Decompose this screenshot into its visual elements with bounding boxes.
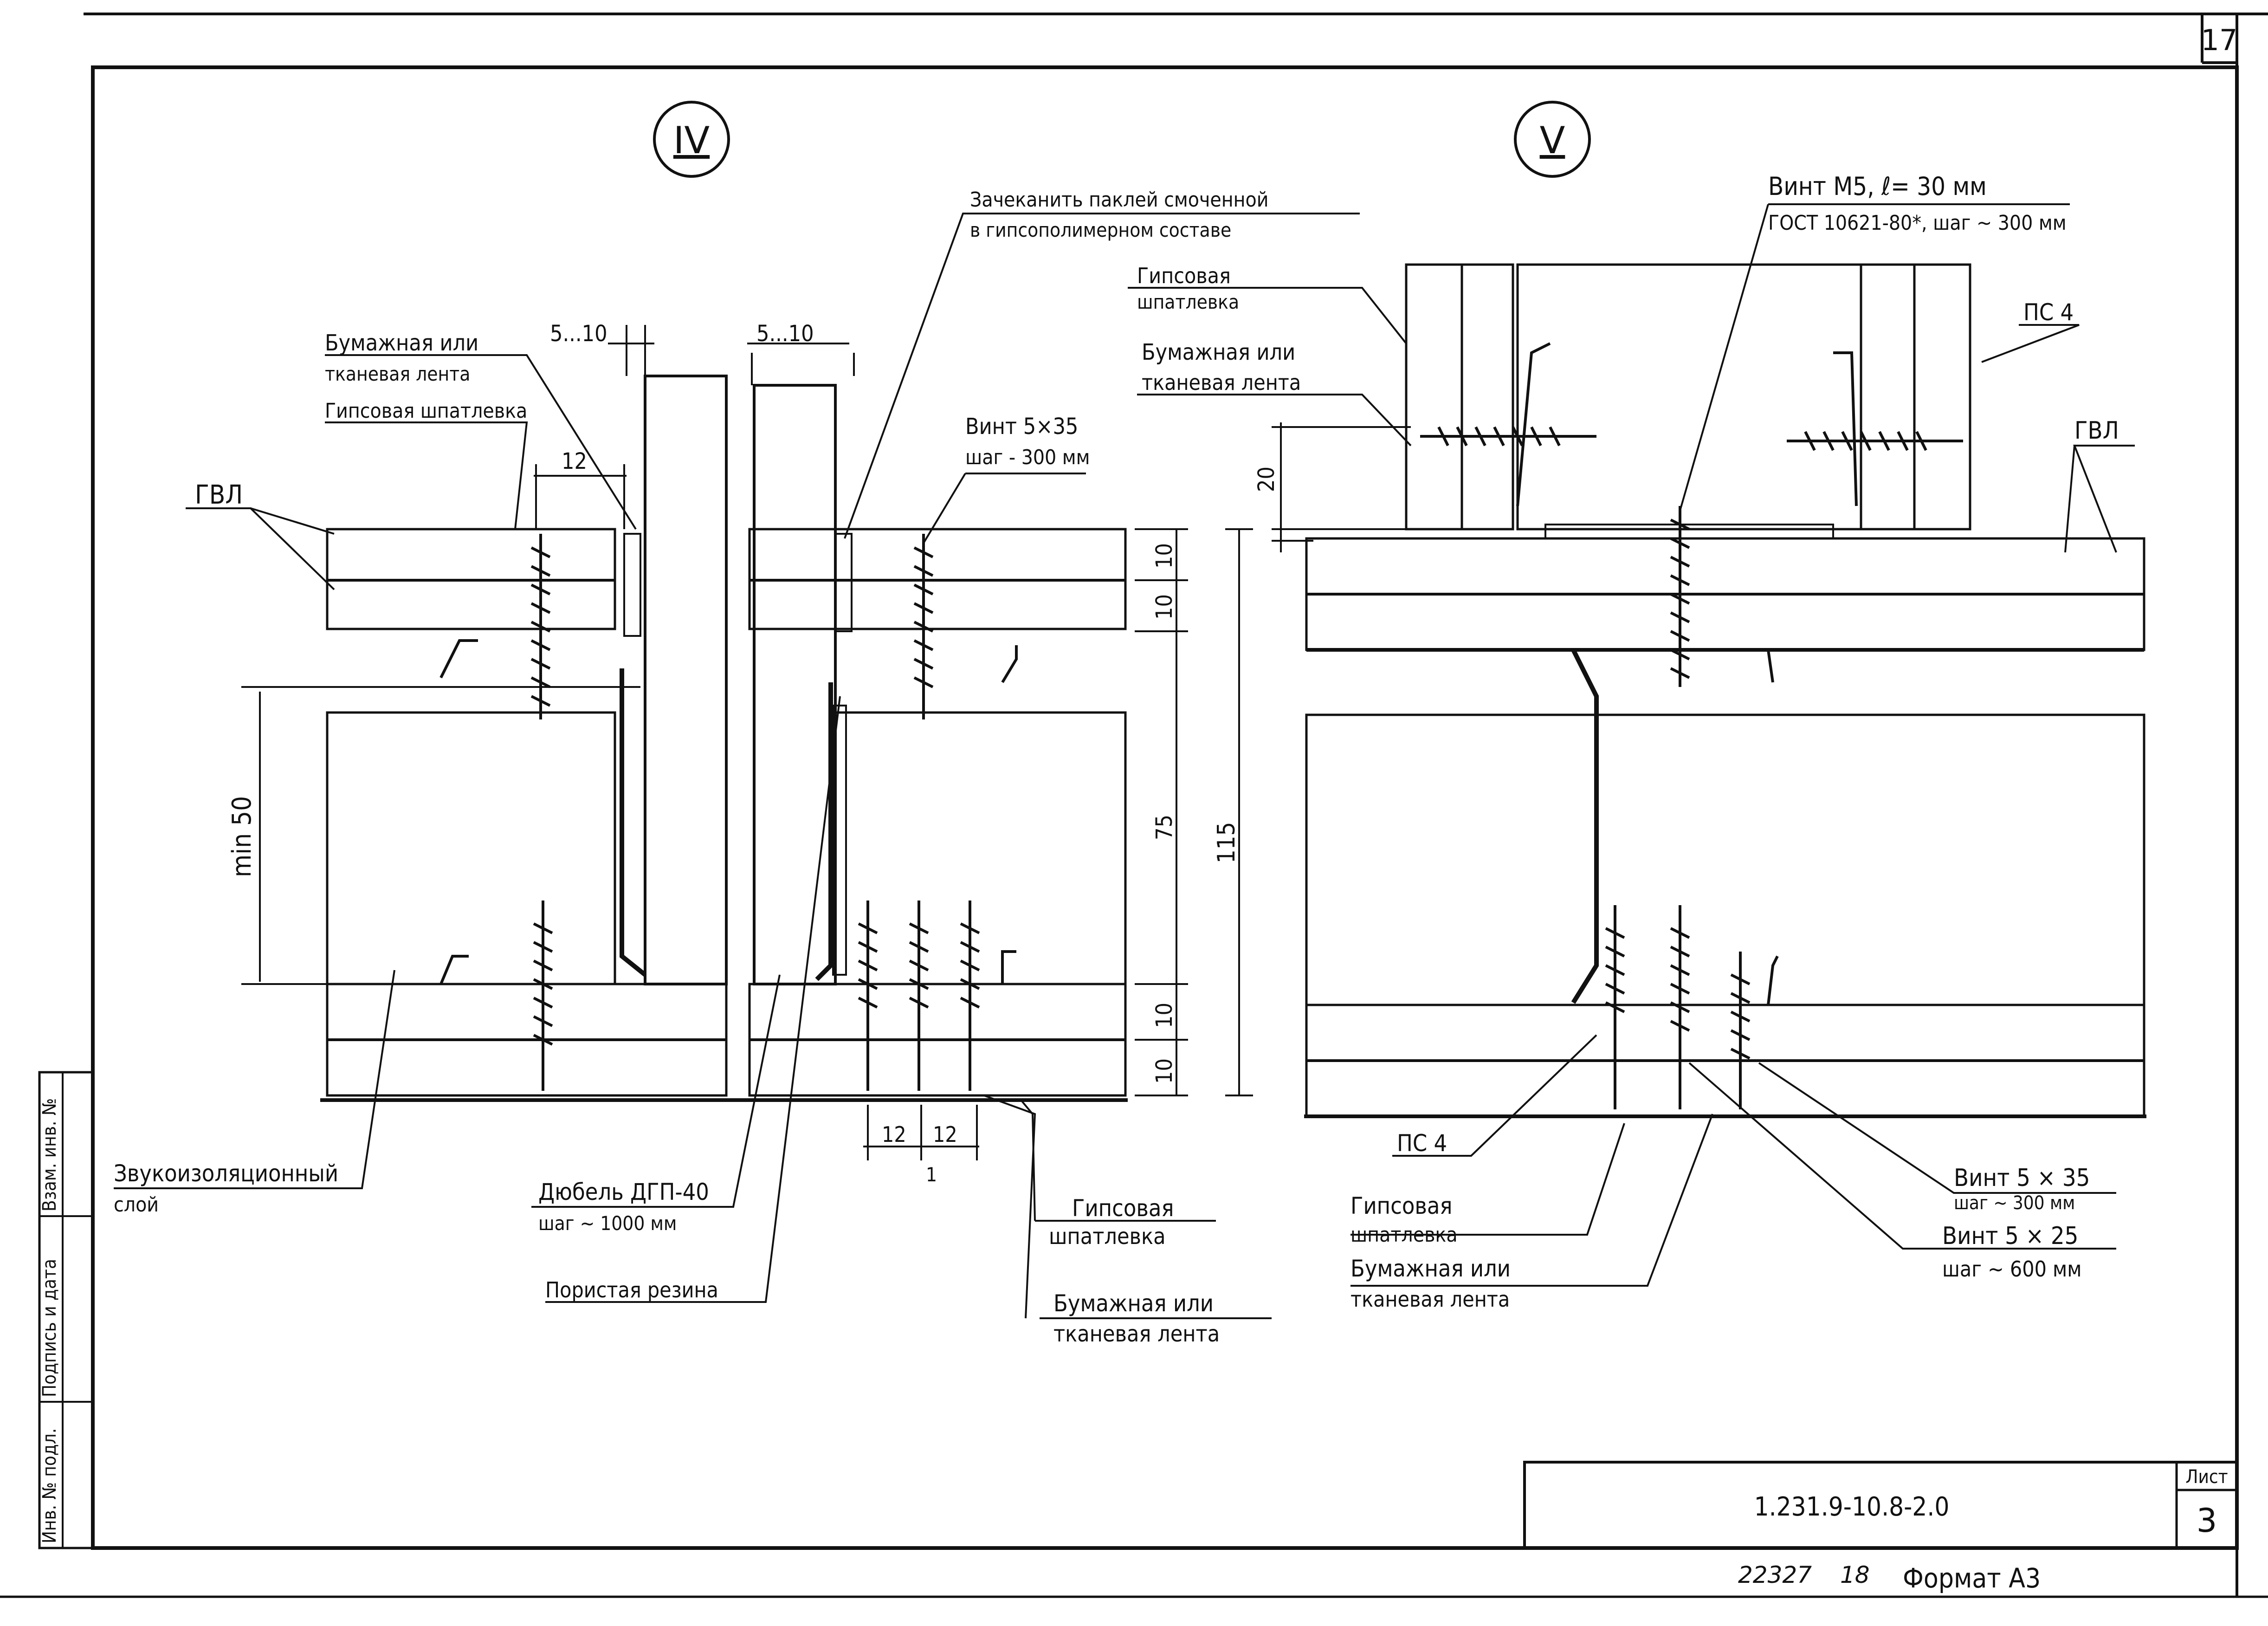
v-putty-b-label-2: шпатлевка (1350, 1223, 1458, 1247)
iv-gvl-label: ГВЛ (195, 480, 243, 510)
side-stamp: Инв. № подл. Подпись и дата Взам. инв. № (38, 1071, 94, 1549)
sound-insulation-left (326, 711, 616, 985)
iv-dim-12-top: 12 (562, 448, 587, 474)
iv-sound-label-1: Звукоизоляционный (114, 1160, 338, 1187)
sheet-frame: 17 (0, 13, 2268, 1598)
node-iv-marker-circle (653, 101, 730, 178)
iv-putty2-label-2: шпатлевка (1049, 1224, 1166, 1250)
node-iv: IV (114, 101, 1360, 1347)
sheet-label: Лист (2185, 1466, 2228, 1488)
v-insulation-top (1516, 263, 1862, 531)
title-block: 1.231.9-10.8-2.0 Лист 3 22327 18 Формат … (1523, 1461, 2238, 1594)
iv-tape2-label-1: Бумажная или (1053, 1290, 1214, 1317)
node-v-marker: V (1540, 119, 1565, 162)
v-panel-left-outer (1405, 263, 1463, 531)
v-tape-label-1: Бумажная или (1142, 339, 1295, 365)
bottom-number-2: 18 (1840, 1561, 1870, 1588)
v-insulation-bottom (1305, 713, 2145, 1006)
iv-dim-10b: 10 (1151, 594, 1177, 620)
iv-dim-10a: 10 (1151, 543, 1177, 569)
iv-dim-12-br: 12 (933, 1122, 957, 1147)
screws-node-v (1420, 426, 1963, 1109)
v-screw-m5-label-2: ГОСТ 10621-80*, шаг ~ 300 мм (1768, 211, 2067, 235)
v-gvl-label: ГВЛ (2074, 417, 2119, 445)
dimensions-node-iv (241, 325, 1253, 1160)
v-screw-m5-label-1: Винт М5, ℓ= 30 мм (1768, 172, 1987, 201)
stamp-podpis-data: Подпись и дата (39, 1259, 60, 1397)
iv-tape-label-1: Бумажная или (325, 330, 478, 356)
iv-dim-115: 115 (1213, 822, 1241, 863)
iv-sound-label-2: слой (114, 1193, 159, 1217)
v-tape-label-2: тканевая лента (1142, 370, 1301, 395)
iv-dowel-label-1: Дюбель ДГП-40 (538, 1179, 709, 1205)
iv-screw-label-2: шаг - 300 мм (965, 446, 1090, 469)
iv-dim-10c: 10 (1151, 1003, 1177, 1028)
iv-putty-label: Гипсовая шпатлевка (325, 399, 527, 423)
porous-rubber-top-left (623, 533, 641, 637)
sound-insulation-right (834, 711, 1127, 985)
stamp-inv-podl: Инв. № подл. (39, 1428, 60, 1543)
v-dim-20: 20 (1254, 466, 1279, 492)
v-panel-left-inner (1460, 263, 1514, 531)
porous-rubber-top-right (834, 533, 853, 632)
v-profile (1571, 648, 1599, 1004)
iv-dim-1: 1 (926, 1163, 937, 1186)
bottom-number: 22327 (1738, 1561, 1812, 1588)
iv-dim-min50: min 50 (227, 796, 257, 877)
iv-dim-10d: 10 (1151, 1058, 1177, 1084)
v-putty-b-label-1: Гипсовая (1350, 1192, 1452, 1219)
v-panel-right-inner (1860, 263, 1916, 531)
v-screw25-label-1: Винт 5 × 25 (1942, 1222, 2078, 1250)
node-iv-marker: IV (673, 119, 710, 162)
concrete-wall-left (644, 375, 728, 985)
iv-tape-label-2: тканевая лента (325, 363, 470, 385)
iv-screw-label-1: Винт 5×35 (965, 414, 1078, 440)
v-panel-right-outer (1913, 263, 1971, 531)
iv-tape2-label-2: тканевая лента (1053, 1321, 1220, 1347)
iv-caulk-label-1: Зачеканить паклей смоченной (970, 188, 1268, 212)
v-tape-b-label-1: Бумажная или (1350, 1255, 1511, 1282)
v-tape-b-label-2: тканевая лента (1350, 1287, 1510, 1312)
v-putty-label-1: Гипсовая (1137, 263, 1231, 288)
v-putty-label-2: шпатлевка (1137, 291, 1239, 313)
iv-dim-gap-left: 5...10 (550, 321, 607, 347)
stamp-vzam-inv: Взам. инв. № (39, 1098, 60, 1211)
concrete-wall-right (753, 384, 837, 985)
screws-node-iv (530, 534, 980, 1091)
iv-rubber-label: Пористая резина (545, 1277, 718, 1302)
designation: 1.231.9-10.8-2.0 (1754, 1492, 1950, 1522)
node-v: V (1128, 101, 2146, 1312)
iv-dim-12-bl: 12 (882, 1122, 906, 1147)
iv-dowel-label-2: шаг ~ 1000 мм (538, 1212, 677, 1235)
v-screw35-label-1: Винт 5 × 35 (1954, 1164, 2090, 1192)
corner-number: 17 (2201, 23, 2238, 57)
v-ps4-top-label: ПС 4 (2023, 299, 2074, 326)
v-screw25-label-2: шаг ~ 600 мм (1942, 1257, 2081, 1282)
sheet-number: 3 (2197, 1502, 2217, 1540)
v-strip (1544, 524, 1834, 539)
profile-left (620, 668, 647, 977)
node-v-marker-circle (1514, 101, 1591, 178)
iv-dim-75: 75 (1151, 815, 1177, 840)
v-ps4-bottom-label: ПС 4 (1397, 1130, 1447, 1157)
iv-caulk-label-2: в гипсополимерном составе (970, 219, 1231, 241)
iv-dim-gap-right: 5...10 (756, 321, 814, 347)
iv-putty2-label-1: Гипсовая (1072, 1195, 1174, 1222)
format-label: Формат А3 (1903, 1562, 2041, 1594)
v-screw35-label-2: шаг ~ 300 мм (1954, 1192, 2075, 1214)
